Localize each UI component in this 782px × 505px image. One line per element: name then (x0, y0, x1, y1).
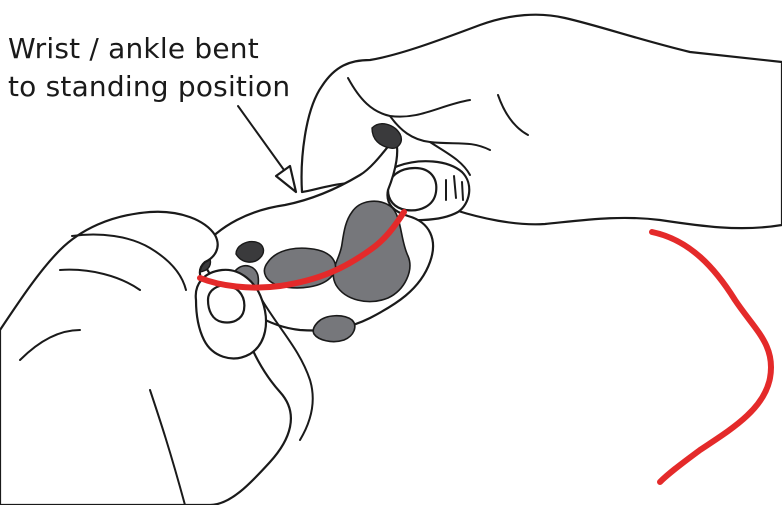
left-thumbnail (208, 286, 244, 323)
caption-label: Wrist / ankle bent to standing position (8, 30, 290, 106)
thumb-crease (462, 182, 463, 200)
right-thumbnail (388, 168, 436, 210)
caption-line-1: Wrist / ankle bent (8, 30, 290, 68)
caption-line-2: to standing position (8, 68, 290, 106)
red-cord (652, 232, 771, 482)
outline-arrow-icon (238, 106, 296, 192)
